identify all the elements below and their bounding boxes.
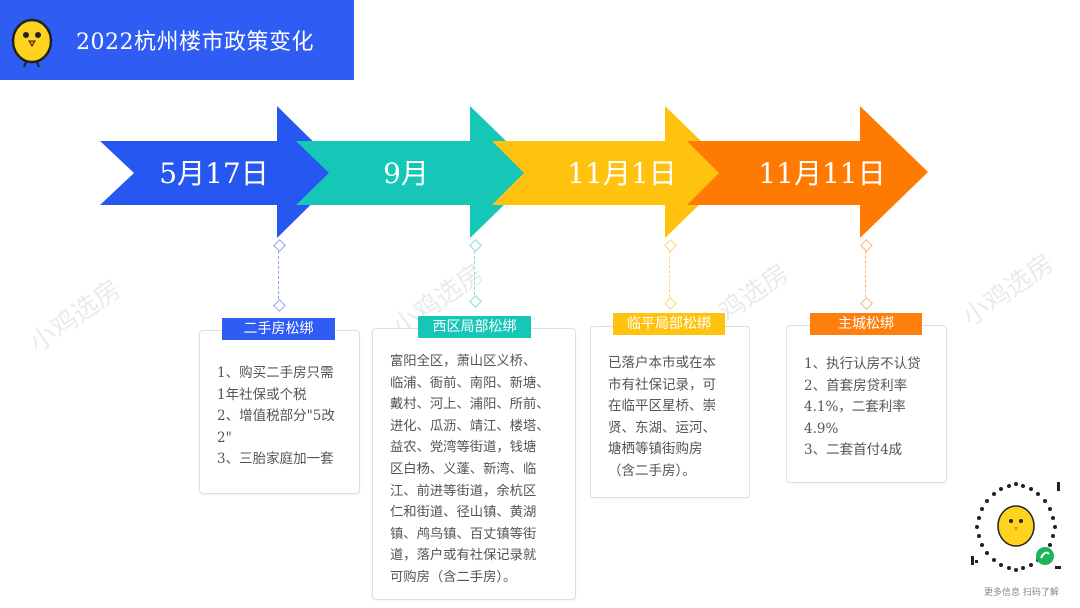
connector-line <box>474 246 477 300</box>
timeline-arrows <box>100 106 928 238</box>
header-banner: 2022杭州楼市政策变化 <box>0 0 354 80</box>
qr-caption: 更多信息 扫码了解 <box>984 588 1059 598</box>
policy-tag-may17: 二手房松绑 <box>222 318 335 340</box>
policy-card-nov11: 1、执行认房不认贷 2、首套房贷利率 4.1%，二套利率 4.9% 3、二套首付… <box>786 325 947 483</box>
timeline-arrow-may17 <box>100 106 344 238</box>
policy-text: 1、执行认房不认贷 2、首套房贷利率 4.1%，二套利率 4.9% 3、二套首付… <box>804 356 921 458</box>
connector-line <box>278 246 281 304</box>
policy-tag-nov11: 主城松绑 <box>810 313 922 335</box>
policy-text: 富阳全区，萧山区义桥、 临浦、衙前、南阳、新塘、 戴村、河上、浦阳、所前、 进化… <box>390 354 550 585</box>
date-label-sep: 9月 <box>383 157 429 190</box>
chick-logo-icon <box>11 18 53 68</box>
policy-card-nov1: 已落户本市或在本 市有社保记录，可 在临平区星桥、崇 贤、东湖、运河、 塘栖等镇… <box>590 326 750 498</box>
timeline-arrow-nov11 <box>687 106 928 238</box>
connector-diamond <box>273 299 286 312</box>
qr-code-icon[interactable] <box>963 474 1069 580</box>
date-label-may17: 5月17日 <box>159 157 269 190</box>
date-label-nov11: 11月11日 <box>758 157 886 190</box>
connector-line <box>865 246 868 302</box>
policy-card-may17: 1、购买二手房只需 1年社保或个税 2、增值税部分"5改 2" 3、三胎家庭加一… <box>199 330 360 494</box>
policy-tag-sep: 西区局部松绑 <box>418 316 531 338</box>
date-label-nov1: 11月1日 <box>567 157 677 190</box>
timeline-arrow-sep <box>296 106 538 238</box>
page-title: 2022杭州楼市政策变化 <box>76 30 314 55</box>
timeline-arrow-nov1 <box>492 106 733 238</box>
policy-card-sep: 富阳全区，萧山区义桥、 临浦、衙前、南阳、新塘、 戴村、河上、浦阳、所前、 进化… <box>372 328 576 600</box>
policy-text: 1、购买二手房只需 1年社保或个税 2、增值税部分"5改 2" 3、三胎家庭加一… <box>217 365 335 467</box>
connector-line <box>669 246 672 302</box>
policy-tag-nov1: 临平局部松绑 <box>613 313 725 335</box>
policy-text: 已落户本市或在本 市有社保记录，可 在临平区星桥、崇 贤、东湖、运河、 塘栖等镇… <box>608 355 716 479</box>
